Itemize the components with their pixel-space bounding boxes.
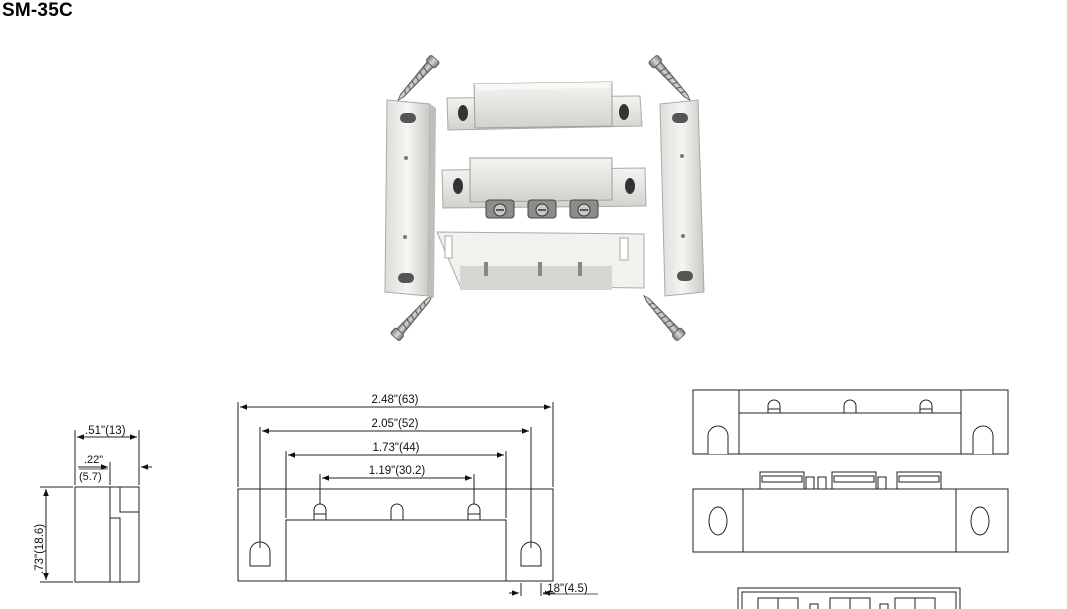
bottom-view-drawing bbox=[737, 587, 961, 609]
dim-flange-label: .18"(4.5) bbox=[544, 583, 588, 595]
dim-overall-label: 2.48"(63) bbox=[372, 394, 419, 406]
dim-terminals-label: 1.19"(30.2) bbox=[369, 465, 426, 477]
product-photo bbox=[384, 55, 705, 341]
terminal-blocks bbox=[759, 471, 942, 490]
mount-hole-right bbox=[520, 541, 542, 567]
side-view-outline bbox=[74, 486, 140, 583]
cover-view-drawing bbox=[692, 389, 1009, 455]
screw-top-right bbox=[648, 55, 691, 102]
magnet-unit bbox=[446, 81, 643, 131]
side-inner-bottom-label: (5.7) bbox=[79, 471, 102, 483]
front-body-outline bbox=[285, 519, 507, 582]
screw-top-left bbox=[397, 55, 440, 102]
front-view-drawing bbox=[237, 402, 598, 596]
model-title: SM-35C bbox=[2, 0, 73, 21]
dim-body-label: 1.73"(44) bbox=[373, 442, 420, 454]
mount-hole-left bbox=[249, 541, 271, 567]
switch-unit bbox=[441, 157, 647, 219]
terminal-screws bbox=[485, 199, 599, 219]
spacer-strip-right bbox=[659, 99, 705, 297]
side-width-label: .51"(13) bbox=[85, 425, 126, 437]
side-view-drawing bbox=[40, 430, 152, 583]
side-height-label: .73"(18.6) bbox=[34, 524, 46, 574]
dim-holes-label: 2.05"(52) bbox=[372, 418, 419, 430]
screw-bottom-right bbox=[643, 294, 686, 341]
terminal-cover bbox=[436, 231, 645, 290]
spacer-strip-left bbox=[384, 99, 436, 298]
screw-bottom-left bbox=[390, 294, 433, 341]
side-inner-top-label: .22" bbox=[84, 454, 103, 466]
switch-view-drawing bbox=[692, 471, 1009, 553]
